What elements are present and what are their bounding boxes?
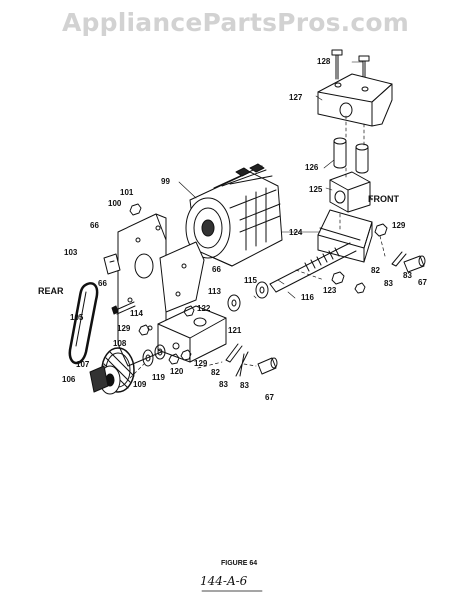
callout-66-top: 66 xyxy=(90,221,99,230)
callout-83-front-left: 83 xyxy=(384,279,393,288)
washer-119 xyxy=(154,344,166,360)
nut-122 xyxy=(183,305,195,317)
guide-dashes xyxy=(129,115,386,379)
callout-82-lower: 82 xyxy=(211,368,220,377)
hub-106 xyxy=(89,365,109,393)
figure-caption: FIGURE 64 xyxy=(221,560,258,567)
callout-115: 115 xyxy=(244,276,257,285)
callout-66-mid: 66 xyxy=(212,265,221,274)
callout-128: 128 xyxy=(317,57,331,66)
callout-116: 116 xyxy=(301,293,314,302)
motor-plate-100 xyxy=(117,213,167,367)
callout-113: 113 xyxy=(208,287,221,296)
callout-108: 108 xyxy=(113,339,127,348)
nut-129-left xyxy=(138,324,150,336)
watermark-text: AppliancePartsPros.com xyxy=(61,8,410,37)
callout-100: 100 xyxy=(108,199,122,208)
nut-120 xyxy=(168,353,180,365)
pin-67-front xyxy=(403,255,426,273)
callout-124: 124 xyxy=(289,228,303,237)
callout-126: 126 xyxy=(305,163,319,172)
callout-109: 109 xyxy=(133,380,147,389)
mount-plate-66 xyxy=(159,241,205,313)
pin-67-lower xyxy=(257,357,278,375)
washer-113 xyxy=(227,294,241,312)
clip-82-front xyxy=(391,251,407,267)
nut-129-lower xyxy=(180,349,192,361)
callout-123: 123 xyxy=(323,286,337,295)
nut-129-front xyxy=(374,223,388,237)
bracket-103 xyxy=(103,253,121,275)
callout-129-lower: 129 xyxy=(194,359,208,368)
callout-101: 101 xyxy=(120,188,134,197)
callout-67-lower: 67 xyxy=(265,393,274,402)
callout-129-left: 129 xyxy=(117,324,131,333)
callout-107: 107 xyxy=(76,360,90,369)
callout-127: 127 xyxy=(289,93,303,102)
callout-114: 114 xyxy=(130,309,143,318)
callout-125: 125 xyxy=(309,185,323,194)
callout-106: 106 xyxy=(62,375,76,384)
washer-109 xyxy=(142,349,154,367)
bracket-127 xyxy=(317,73,393,127)
nut-123 xyxy=(331,271,366,294)
bearing-block-125 xyxy=(329,171,371,213)
screw-101 xyxy=(129,203,142,216)
callout-122: 122 xyxy=(197,304,211,313)
callout-99: 99 xyxy=(161,177,170,186)
handwritten-code: 144-A-6 xyxy=(200,574,248,588)
washer-115 xyxy=(255,281,269,299)
callout-105: 105 xyxy=(70,313,84,322)
callout-83-lower-right: 83 xyxy=(240,381,249,390)
callout-119: 119 xyxy=(152,373,165,382)
shaft-116 xyxy=(269,242,357,293)
spacer-126 xyxy=(333,137,369,174)
belt-105 xyxy=(68,282,99,365)
callout-121: 121 xyxy=(228,326,242,335)
clip-82-lower xyxy=(225,343,243,363)
callout-103: 103 xyxy=(64,248,78,257)
callout-83-lower-left: 83 xyxy=(219,380,228,389)
leader-lines xyxy=(178,61,373,299)
bolt-114 xyxy=(111,301,136,315)
callout-83-front-right: 83 xyxy=(403,271,412,280)
support-bracket-124 xyxy=(317,209,373,263)
callout-67-front: 67 xyxy=(418,278,427,287)
callout-129-front: 129 xyxy=(392,221,406,230)
callout-82-front: 82 xyxy=(371,266,380,275)
callout-120: 120 xyxy=(170,367,184,376)
motor-99 xyxy=(185,163,283,267)
label-rear: REAR xyxy=(38,286,64,296)
label-front: FRONT xyxy=(368,194,399,204)
clip-83-lower xyxy=(235,351,249,377)
callout-66-low: 66 xyxy=(98,279,107,288)
